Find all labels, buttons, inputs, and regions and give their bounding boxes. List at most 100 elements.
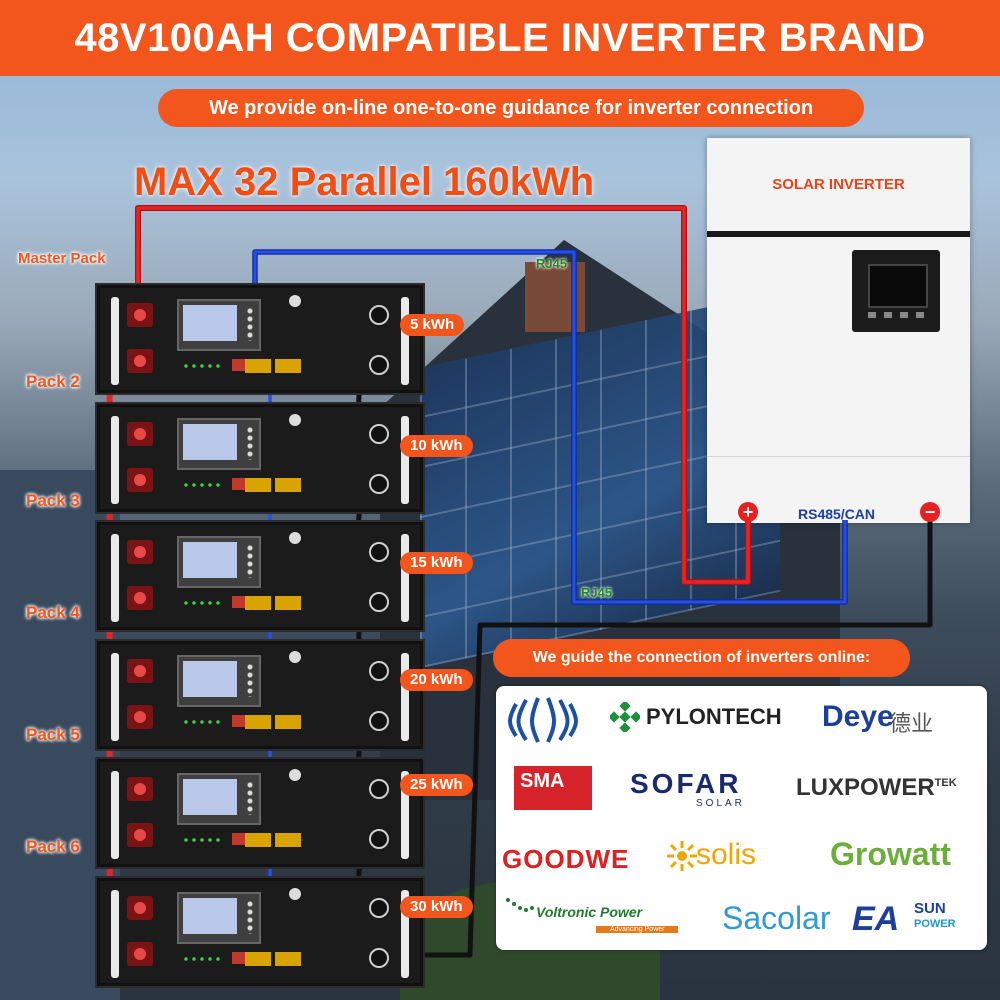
rack-ear: [111, 297, 119, 385]
rack-ear: [111, 890, 119, 978]
rj45-port: [275, 952, 301, 966]
negative-socket: [369, 592, 389, 612]
rj45-port: [245, 478, 271, 492]
pack-label-3: Pack 3: [26, 491, 80, 510]
kwh-badge: 5 kWh: [400, 314, 465, 336]
bms-display: [177, 418, 261, 470]
kwh-badge: 25 kWh: [400, 774, 473, 796]
bms-display: [177, 773, 261, 825]
rj45-port: [275, 596, 301, 610]
inverter-button: [916, 312, 924, 318]
status-leds: [182, 482, 222, 488]
bms-buttons: [245, 900, 255, 934]
power-knob: [289, 651, 301, 663]
positive-terminal: [127, 303, 153, 327]
rj45-port: [245, 715, 271, 729]
battery-pack: [95, 520, 425, 632]
kwh-badge: 20 kWh: [400, 669, 473, 691]
bms-buttons: [245, 426, 255, 460]
bms-display: [177, 536, 261, 588]
positive-terminal: [127, 468, 153, 492]
rj45-label: RJ45: [581, 585, 613, 600]
rj45-port: [275, 715, 301, 729]
inverter-button: [868, 312, 876, 318]
brand-easun: EA: [852, 900, 900, 938]
negative-socket: [369, 898, 389, 918]
pylontech-logo-icon: [610, 702, 640, 732]
positive-terminal: [127, 896, 153, 920]
bms-display: [177, 892, 261, 944]
positive-terminal: [127, 540, 153, 564]
brand-sofar-sub: SOLAR: [696, 798, 745, 809]
bms-lcd: [183, 542, 237, 578]
inverter-positive-port: +: [738, 502, 758, 522]
rack-ear: [401, 771, 409, 859]
bms-buttons: [245, 663, 255, 697]
brand-luxpower: LUXPOWERTEK: [796, 774, 957, 802]
brand-sofar: SOFAR: [630, 768, 742, 799]
bms-lcd: [183, 898, 237, 934]
rj45-port: [245, 596, 271, 610]
status-leds: [182, 600, 222, 606]
pack-label-master: Master Pack: [18, 250, 106, 267]
inverter-negative-port: −: [920, 502, 940, 522]
positive-terminal: [127, 349, 153, 373]
negative-socket: [369, 829, 389, 849]
positive-terminal: [127, 777, 153, 801]
rack-ear: [401, 534, 409, 622]
rack-ear: [111, 416, 119, 504]
rj45-port: [245, 833, 271, 847]
positive-terminal: [127, 705, 153, 729]
rack-ear: [401, 416, 409, 504]
power-knob: [289, 532, 301, 544]
brand-goodwe: GOODWE: [502, 844, 630, 874]
rack-ear: [401, 653, 409, 741]
brand-sacolar: Sacolar: [722, 900, 831, 936]
inverter-title: SOLAR INVERTER: [772, 176, 905, 193]
bms-display: [177, 299, 261, 351]
battery-pack: [95, 283, 425, 395]
status-leds: [182, 956, 222, 962]
positive-terminal: [127, 659, 153, 683]
positive-terminal: [127, 823, 153, 847]
rj45-port: [275, 833, 301, 847]
page-title: 48V100AH COMPATIBLE INVERTER BRAND: [0, 0, 1000, 76]
bms-display: [177, 655, 261, 707]
bms-lcd: [183, 779, 237, 815]
battery-pack: [95, 757, 425, 869]
power-knob: [289, 414, 301, 426]
negative-socket: [369, 779, 389, 799]
status-leds: [182, 719, 222, 725]
brand-easun-sun: SUN: [914, 900, 946, 917]
battery-pack: [95, 402, 425, 514]
voltronic-swoosh-icon: [506, 898, 534, 912]
positive-terminal: [127, 586, 153, 610]
bms-lcd: [183, 424, 237, 460]
brand-voltronic-sub: Advancing Power: [596, 926, 679, 933]
inverter-band: [707, 231, 970, 237]
negative-wire: [383, 512, 933, 958]
solis-sun-icon: [667, 841, 697, 871]
rack-ear: [401, 297, 409, 385]
bms-lcd: [183, 661, 237, 697]
brands-panel: PYLONTECH Deye 德业 SMA SOFAR SOLAR LUXPOW…: [496, 686, 987, 950]
brand-voltronic: Voltronic Power: [536, 904, 643, 920]
status-leds: [182, 363, 222, 369]
rack-ear: [111, 653, 119, 741]
solar-inverter: SOLAR INVERTER: [707, 138, 970, 523]
rj45-port: [275, 359, 301, 373]
inverter-seam: [707, 456, 970, 457]
negative-socket: [369, 711, 389, 731]
bms-buttons: [245, 307, 255, 341]
inverter-button: [884, 312, 892, 318]
inverter-display: [852, 250, 940, 332]
brand-luxpower-tek: TEK: [934, 777, 957, 789]
max-parallel-title: MAX 32 Parallel 160kWh: [134, 160, 595, 204]
power-knob: [289, 295, 301, 307]
rack-ear: [111, 771, 119, 859]
rj45-label: RJ45: [536, 256, 568, 271]
kwh-badge: 10 kWh: [400, 435, 473, 457]
rj45-port: [245, 952, 271, 966]
pack-label-6: Pack 6: [26, 837, 80, 856]
